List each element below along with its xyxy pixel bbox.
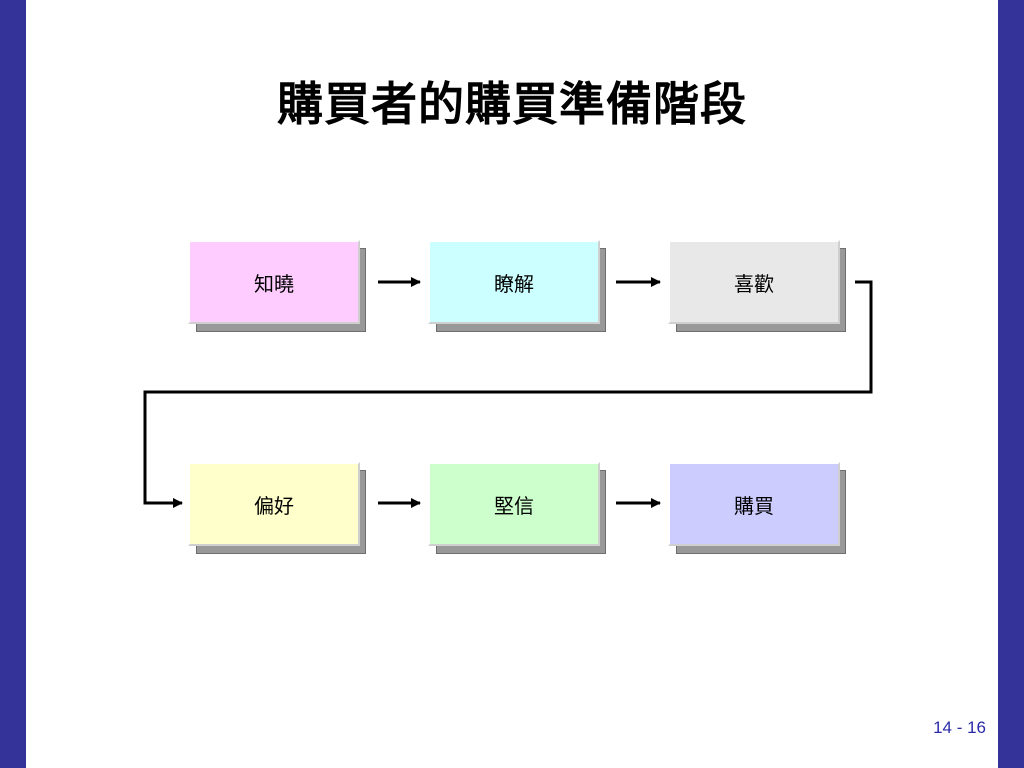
step-preference: 偏好 <box>188 462 360 546</box>
step-awareness: 知曉 <box>188 240 360 324</box>
page-number: 14 - 16 <box>933 718 986 737</box>
slide-title: 購買者的購買準備階段 <box>277 77 747 131</box>
step-conviction: 堅信 <box>428 462 600 546</box>
step-liking: 喜歡 <box>668 240 840 324</box>
step-knowledge: 瞭解 <box>428 240 600 324</box>
step-purchase: 購買 <box>668 462 840 546</box>
arrow-3-to-4 <box>143 280 873 508</box>
slide-background <box>26 0 998 768</box>
